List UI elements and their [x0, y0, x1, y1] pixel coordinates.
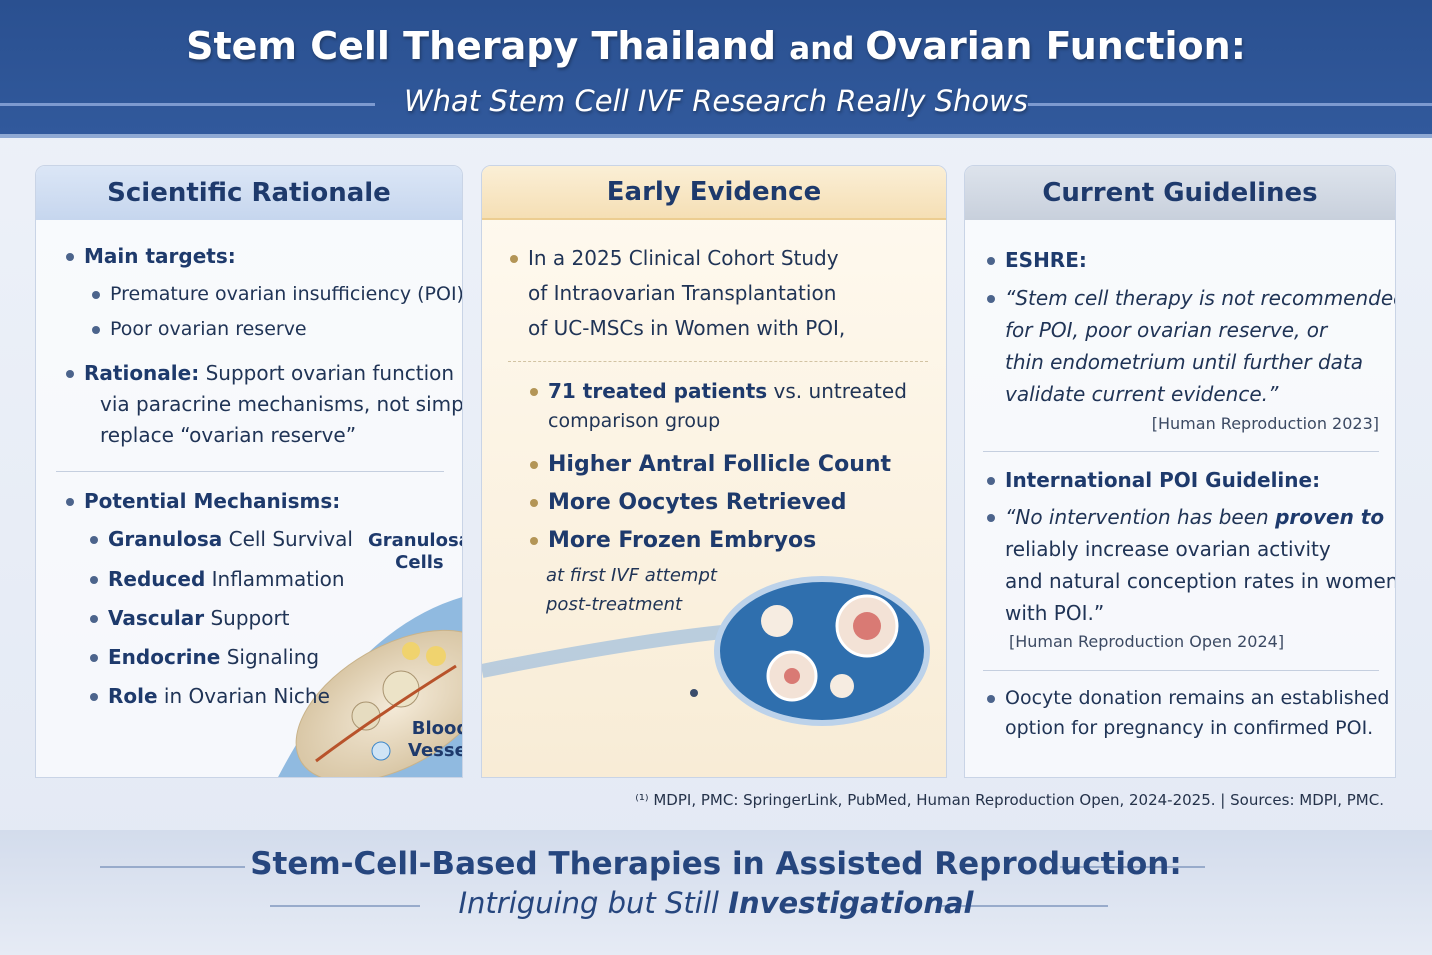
petri-dish-illustration	[482, 576, 930, 726]
footer-subtitle: Intriguing but Still Investigational	[458, 886, 974, 920]
rationale-text: via paracrine mechanisms, not simply	[100, 392, 463, 416]
page-subtitle: What Stem Cell IVF Research Really Shows	[403, 84, 1028, 118]
study-description: of Intraovarian Transplantation	[528, 281, 837, 305]
sources-note: ⁽¹⁾ MDPI, PMC: SpringerLink, PubMed, Hum…	[635, 791, 1384, 809]
study-description: of UC-MSCs in Women with POI,	[528, 316, 846, 340]
divider	[270, 905, 420, 907]
outcome-item: More Oocytes Retrieved	[530, 487, 847, 518]
donation-item: Oocyte donation remains an established	[986, 683, 1389, 714]
rationale-item: Rationale: Support ovarian function	[65, 358, 454, 389]
eshre-quote: “Stem cell therapy is not recommended	[987, 283, 1395, 314]
intl-quote: reliably increase ovarian activity	[1005, 537, 1331, 561]
divider	[1060, 866, 1205, 868]
intl-quote: with POI.”	[1005, 601, 1105, 625]
outcome-note: post-treatment	[546, 594, 683, 615]
eshre-label: ESHRE:	[987, 245, 1087, 276]
panel-early-evidence: Early Evidence In a 2025 Clinical Cohort…	[481, 165, 947, 778]
study-description: In a 2025 Clinical Cohort Study	[510, 243, 839, 274]
rationale-text: replace “ovarian reserve”	[100, 423, 357, 447]
divider	[0, 103, 375, 106]
panel-current-guidelines: Current Guidelines ESHRE: “Stem cell the…	[964, 165, 1396, 778]
page-title: Stem Cell Therapy Thailand and Ovarian F…	[186, 24, 1246, 68]
outcome-note: at first IVF attempt	[546, 565, 717, 586]
mechanisms-label: Potential Mechanisms:	[65, 486, 340, 517]
intl-quote: “No intervention has been proven to	[986, 502, 1384, 533]
divider	[56, 471, 444, 472]
intl-guideline-label: International POI Guideline:	[986, 465, 1320, 496]
intl-reference: [Human Reproduction Open 2024]	[1009, 632, 1285, 651]
list-item: Premature ovarian insufficiency (POI)	[92, 279, 462, 310]
divider	[938, 905, 1108, 907]
panel-title: Scientific Rationale	[36, 166, 462, 220]
panel-scientific-rationale: Scientific Rationale Main targets: Prema…	[35, 165, 463, 778]
footer-title: Stem-Cell-Based Therapies in Assisted Re…	[250, 846, 1182, 882]
main-targets-label: Main targets:	[66, 241, 236, 272]
label-blood-vessel: BloodVessel	[408, 718, 462, 761]
donation-item: option for pregnancy in confirmed POI.	[1005, 717, 1374, 739]
mechanism-item: Vascular Support	[90, 603, 290, 634]
mechanism-item: Reduced Inflammation	[90, 564, 345, 595]
mechanism-item: Endocrine Signaling	[89, 642, 319, 673]
eshre-quote: thin endometrium until further data	[1005, 350, 1363, 374]
mechanism-item: Role in Ovarian Niche	[90, 681, 330, 712]
eshre-quote: validate current evidence.”	[1005, 382, 1279, 406]
panel-title: Early Evidence	[482, 166, 946, 220]
patients-item-cont: comparison group	[548, 410, 721, 432]
footer-banner	[0, 830, 1432, 955]
list-item: Poor ovarian reserve	[92, 314, 307, 345]
divider	[983, 451, 1379, 452]
outcome-item: Higher Antral Follicle Count	[529, 449, 891, 480]
panel-title: Current Guidelines	[965, 166, 1395, 220]
divider	[508, 361, 928, 362]
divider	[983, 670, 1379, 671]
patients-item: 71 treated patients vs. untreated	[530, 376, 907, 407]
divider	[1028, 103, 1432, 106]
outcome-item: More Frozen Embryos	[529, 525, 816, 556]
eshre-quote: for POI, poor ovarian reserve, or	[1005, 318, 1328, 342]
intl-quote: and natural conception rates in women	[1005, 569, 1396, 593]
mechanism-item: Granulosa Cell Survival	[90, 524, 353, 555]
ovary-illustration	[278, 597, 462, 777]
eshre-reference: [Human Reproduction 2023]	[1151, 414, 1379, 433]
divider	[100, 866, 245, 868]
header-banner: Stem Cell Therapy Thailand and Ovarian F…	[0, 0, 1432, 138]
